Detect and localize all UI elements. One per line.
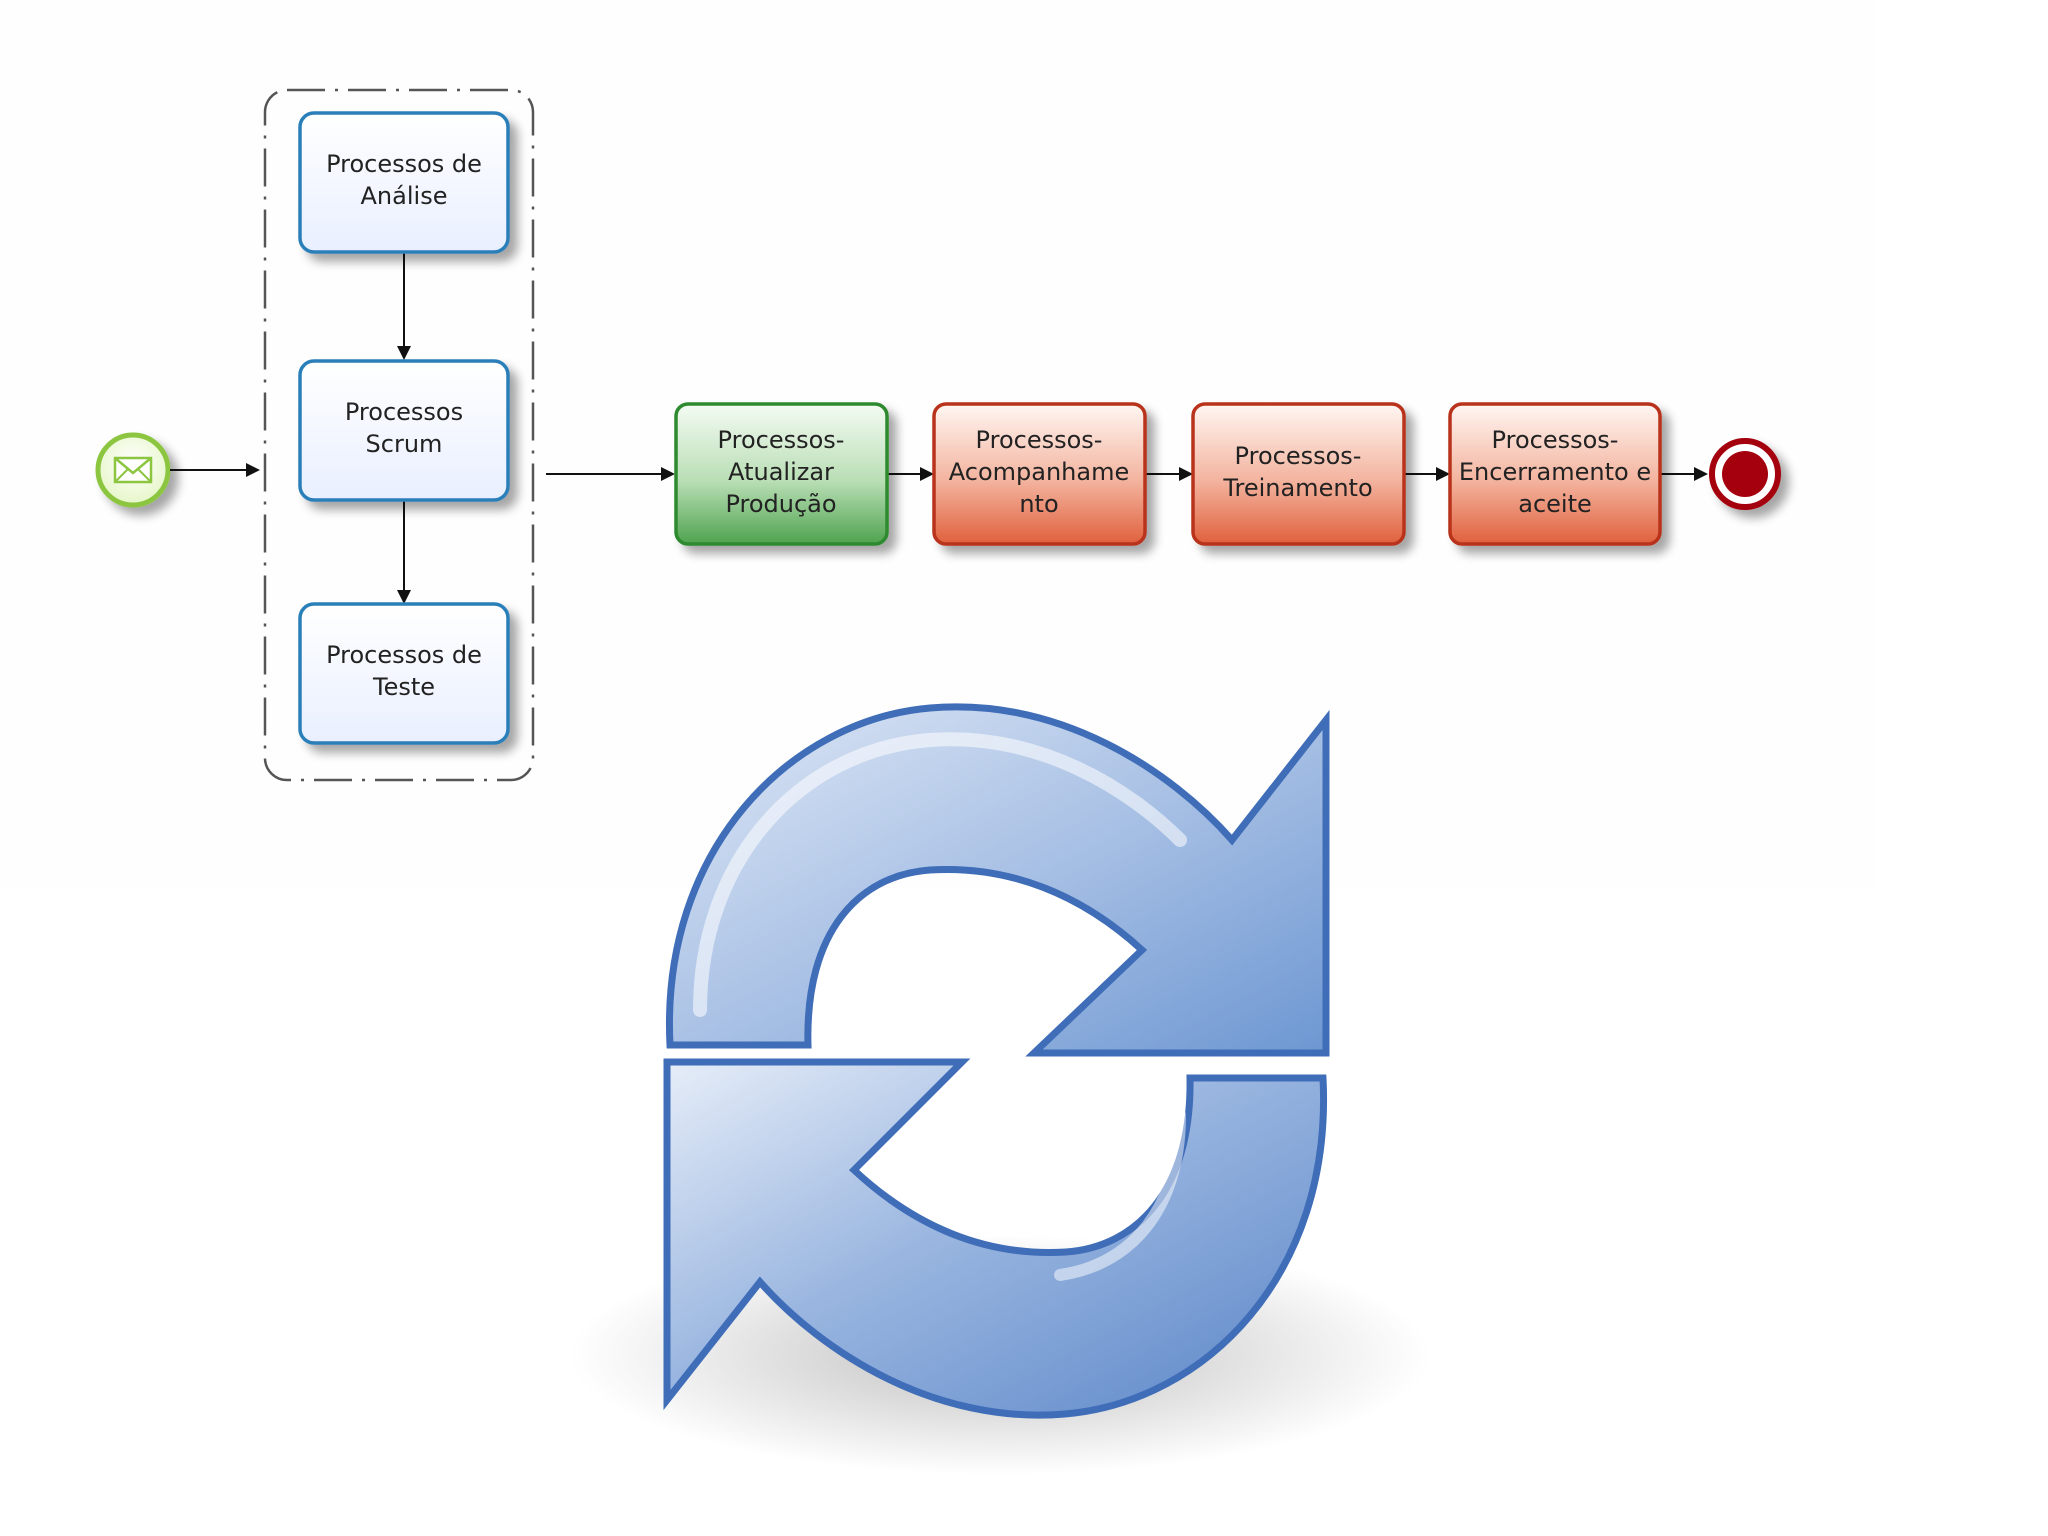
node-label-line: Atualizar — [728, 458, 834, 486]
node-label-line: Teste — [372, 673, 435, 701]
node-processos-atualizar-producao[interactable]: Processos- Atualizar Produção — [674, 402, 889, 546]
node-label-line: Processos de — [326, 150, 482, 178]
node-label-line: Processos — [345, 398, 463, 426]
node-label-line: aceite — [1518, 490, 1592, 518]
process-group-boundary — [263, 88, 535, 782]
node-label-line: Processos- — [976, 426, 1103, 454]
refresh-arrow-top — [665, 703, 1330, 1057]
node-processos-scrum[interactable]: Processos Scrum — [298, 359, 510, 502]
refresh-arrow-top-highlight — [693, 732, 1187, 1017]
end-event[interactable] — [1709, 438, 1781, 510]
node-label-line: Análise — [361, 182, 448, 210]
node-label-line: Processos- — [1492, 426, 1619, 454]
node-label-line: Scrum — [366, 430, 443, 458]
end-circle-icon — [1722, 451, 1768, 497]
envelope-icon — [113, 456, 153, 484]
node-processos-treinamento[interactable]: Processos- Treinamento — [1191, 402, 1406, 546]
node-label-line: Produção — [725, 490, 836, 518]
node-label-line: Treinamento — [1222, 474, 1372, 502]
node-label-line: Processos- — [1235, 442, 1362, 470]
node-processos-analise[interactable]: Processos de Análise — [298, 111, 510, 254]
node-label-line: Encerramento e — [1459, 458, 1651, 486]
node-label-line: Processos de — [326, 641, 482, 669]
refresh-arrow-bottom-highlight — [1054, 1109, 1186, 1281]
node-label-line: Processos- — [718, 426, 845, 454]
node-processos-teste[interactable]: Processos de Teste — [298, 602, 510, 745]
node-processos-encerramento-aceite[interactable]: Processos- Encerramento e aceite — [1448, 402, 1662, 546]
node-label-line: Acompanhame — [949, 458, 1129, 486]
node-label-line: nto — [1019, 490, 1058, 518]
refresh-cycle-icon — [570, 703, 1430, 1475]
refresh-arrow-bottom — [663, 1058, 1328, 1419]
start-event[interactable] — [95, 432, 171, 508]
node-processos-acompanhamento[interactable]: Processos- Acompanhame nto — [932, 402, 1147, 546]
